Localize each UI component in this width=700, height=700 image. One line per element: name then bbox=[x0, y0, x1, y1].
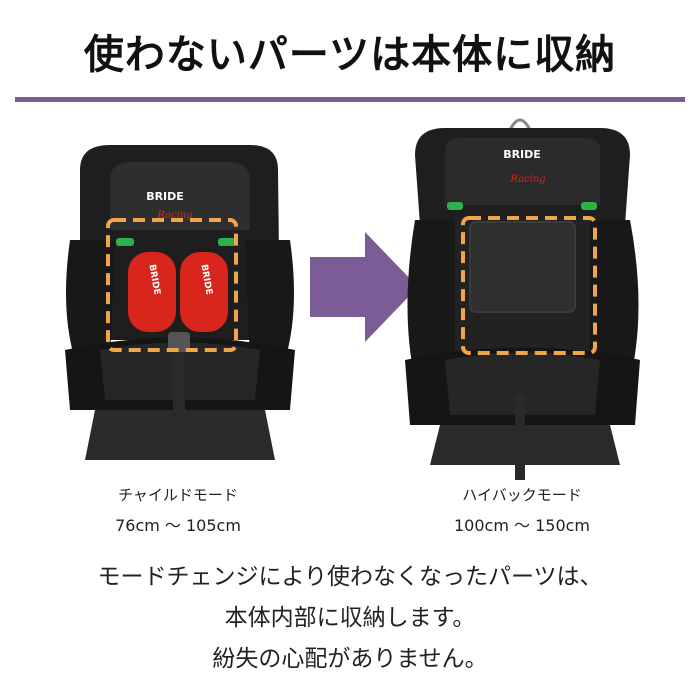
child-mode-seat-image: BRIDE Racing BRIDE BRIDE bbox=[65, 145, 295, 460]
left-sub-logo: Racing bbox=[156, 210, 192, 221]
right-sub-logo: Racing bbox=[509, 174, 545, 185]
right-highlight-box bbox=[461, 216, 597, 355]
description-line-1: モードチェンジにより使わなくなったパーツは、 bbox=[97, 564, 603, 590]
page-title: 使わないパーツは本体に収納 bbox=[83, 32, 617, 78]
description-line-2: 本体内部に収納します。 bbox=[224, 605, 476, 631]
high-back-mode-seat-image: BRIDE Racing bbox=[405, 118, 640, 480]
right-harness-pad bbox=[180, 252, 228, 332]
left-harness-pad bbox=[128, 252, 176, 332]
description-line-3: 紛失の心配がありません。 bbox=[212, 646, 488, 672]
left-brand-logo: BRIDE bbox=[146, 190, 184, 203]
right-brand-logo: BRIDE bbox=[503, 148, 541, 161]
left-highlight-box bbox=[106, 218, 238, 352]
right-arrow-icon bbox=[310, 232, 418, 342]
high-back-mode-label: ハイバックモード bbox=[462, 486, 582, 504]
child-mode-range: 76cm 〜 105cm bbox=[115, 516, 241, 535]
title-divider bbox=[15, 97, 685, 102]
high-back-mode-range: 100cm 〜 150cm bbox=[453, 516, 591, 535]
child-mode-label: チャイルドモード bbox=[118, 486, 238, 504]
